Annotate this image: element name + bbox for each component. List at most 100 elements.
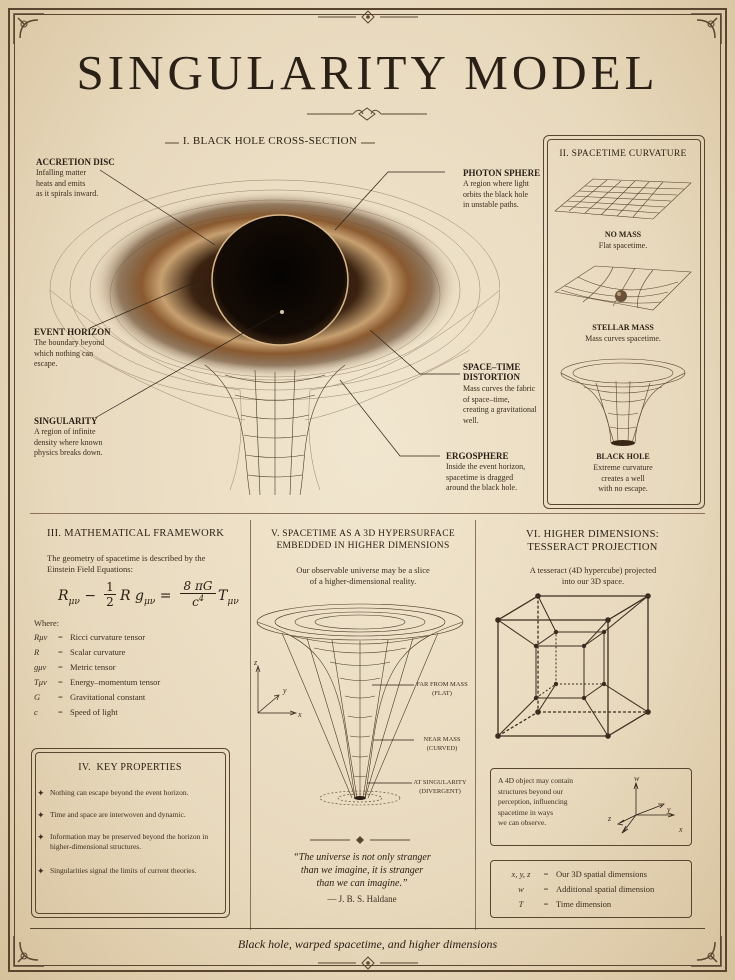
inner-border [14, 14, 721, 966]
dimension-symbol: x, y, z [511, 869, 531, 879]
section3-intro: The geometry of spacetime is described b… [47, 553, 206, 574]
dimension-meaning: Time dimension [556, 899, 612, 909]
property-item: ✦Singularities signal the limits of curr… [37, 866, 197, 876]
term-symbol: c [34, 707, 38, 717]
desc-singularity: A region of infinite density where known… [34, 427, 103, 457]
black-hole-illustration [49, 169, 500, 496]
term-meaning: Ricci curvature tensor [70, 632, 146, 642]
desc-photon-sphere: A region where light orbits the black ho… [463, 179, 529, 209]
section6-heading: VI. HIGHER DIMENSIONS: TESSERACT PROJECT… [526, 529, 659, 553]
section1-heading-rule [165, 142, 375, 144]
dimension-row: x, y, z=Our 3D spatial dimensions [506, 869, 647, 879]
desc-stellar-mass: Mass curves spacetime. [585, 334, 661, 343]
label-black-hole: BLACK HOLE [596, 452, 650, 461]
haldane-quote: “The universe is not only stranger than … [293, 852, 431, 889]
term-meaning: Speed of light [70, 707, 118, 717]
label-ergosphere: ERGOSPHERE [446, 451, 509, 461]
section6-intro: A tesseract (4D hypercube) projected int… [529, 565, 657, 586]
property-item: ✦Information may be preserved beyond the… [37, 832, 209, 851]
section2-heading: II. SPACETIME CURVATURE [559, 149, 687, 159]
desc-spacetime-distortion: Mass curves the fabric of space–time, cr… [463, 384, 537, 425]
axis-x-label: x [298, 710, 302, 719]
section1-heading: I. BLACK HOLE CROSS-SECTION [182, 135, 358, 147]
star-bullet-icon: ✦ [37, 810, 45, 820]
axis-z-label: z [608, 814, 612, 823]
term-row: gμν=Metric tensor [34, 662, 116, 672]
tesseract-note-box [490, 768, 692, 846]
corner-ornament-icon [13, 13, 44, 44]
spacetime-curvature-panel [543, 135, 705, 509]
axis-x-label: x [679, 825, 683, 834]
term-meaning: Gravitational constant [70, 692, 146, 702]
label-singularity: SINGULARITY [34, 416, 98, 426]
top-ornament-icon [318, 10, 418, 24]
section5-heading: V. SPACETIME AS A 3D HYPERSURFACE EMBEDD… [271, 529, 455, 551]
key-properties-panel-inner [35, 752, 226, 914]
label-spacetime-distortion: SPACE–TIME DISTORTION [463, 362, 521, 382]
star-bullet-icon: ✦ [37, 788, 45, 798]
label-photon-sphere: PHOTON SPHERE [463, 168, 541, 178]
dimension-row: T=Time dimension [506, 899, 612, 909]
key-properties-panel [31, 748, 230, 918]
dimension-row: w=Additional spatial dimension [506, 884, 654, 894]
equation-rg-term: R gμν = [120, 588, 172, 607]
page-title: SINGULARITY MODEL [76, 45, 659, 100]
bottom-ornament-icon [318, 956, 418, 970]
dimension-symbol: w [518, 884, 524, 894]
four-axis-diagram [616, 781, 676, 834]
label-at-singularity: AT SINGULARITY (DIVERGENT) [413, 779, 467, 795]
section-divider [30, 513, 705, 514]
term-row: R=Scalar curvature [34, 647, 126, 657]
desc-accretion-disc: Infalling matter heats and emits as it s… [36, 168, 99, 198]
term-meaning: Scalar curvature [70, 647, 126, 657]
footer-rule [30, 928, 705, 929]
footer-caption: Black hole, warped spacetime, and higher… [237, 937, 498, 951]
column-divider-left [250, 520, 251, 930]
term-symbol: Rμν [34, 632, 48, 642]
star-bullet-icon: ✦ [37, 832, 45, 842]
title-flourish-icon [307, 107, 427, 121]
term-symbol: G [34, 692, 41, 702]
flat-grid-diagram [554, 178, 692, 220]
axis-w-label: w [634, 774, 640, 783]
section5-intro: Our observable universe may be a slice o… [296, 565, 430, 586]
term-row: G=Gravitational constant [34, 692, 146, 702]
black-hole-well-diagram [560, 358, 686, 446]
dimension-meaning: Additional spatial dimension [556, 884, 655, 894]
dimension-symbol: T [518, 899, 524, 909]
axis-y-label: y [667, 805, 671, 814]
property-item: ✦Time and space are interwoven and dynam… [37, 810, 186, 820]
where-label: Where: [34, 618, 60, 628]
label-near-mass: NEAR MASS (CURVED) [423, 736, 461, 752]
term-row: Tμν=Energy–momentum tensor [34, 677, 161, 687]
equation-t-term: Tμν [218, 588, 239, 607]
outer-border [8, 8, 727, 972]
corner-ornament-icon [13, 936, 44, 967]
property-item: ✦Nothing can escape beyond the event hor… [37, 788, 189, 798]
star-bullet-icon: ✦ [37, 866, 45, 876]
column-divider-right [475, 520, 476, 930]
section3-heading: III. MATHEMATICAL FRAMEWORK [47, 528, 225, 539]
tesseract-diagram [495, 593, 651, 739]
term-symbol: R [34, 647, 40, 657]
corner-ornament-icon [691, 936, 722, 967]
desc-black-hole: Extreme curvature creates a well with no… [593, 463, 653, 493]
axis-z-label: z [254, 658, 258, 667]
hypersurface-funnel-diagram [255, 603, 464, 806]
term-symbol: gμν [34, 662, 47, 672]
quote-divider-icon [310, 836, 410, 844]
desc-ergosphere: Inside the event horizon, spacetime is d… [446, 462, 526, 492]
dimension-meaning: Our 3D spatial dimensions [556, 869, 647, 879]
term-meaning: Energy–momentum tensor [70, 677, 161, 687]
dimension-legend-box [490, 860, 692, 918]
tesseract-note: A 4D object may contain structures beyon… [498, 776, 573, 827]
term-row: c=Speed of light [34, 707, 118, 717]
label-no-mass: NO MASS [604, 230, 642, 239]
quote-attribution: — J. B. S. Haldane [327, 894, 397, 904]
spacetime-curvature-panel-inner [547, 139, 701, 505]
desc-no-mass: Flat spacetime. [598, 241, 648, 250]
corner-ornament-icon [691, 13, 722, 44]
